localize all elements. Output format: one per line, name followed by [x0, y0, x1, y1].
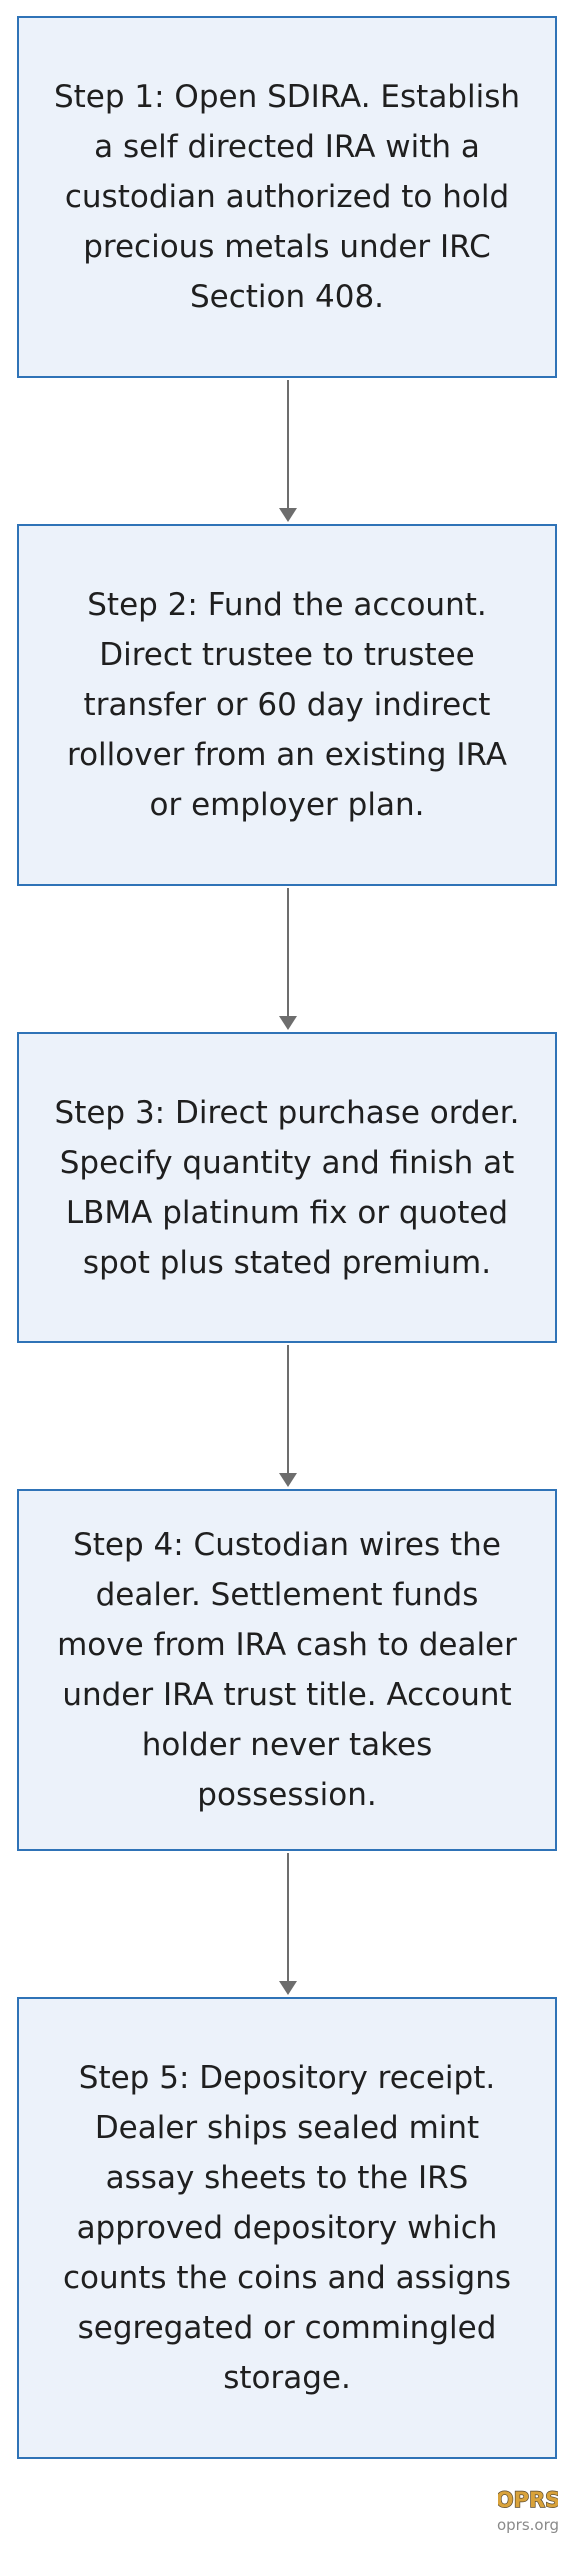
- step-4-text: Step 4: Custodian wires the dealer. Sett…: [57, 1527, 517, 1813]
- step-3-box: Step 3: Direct purchase order. Specify q…: [17, 1032, 557, 1343]
- step-5-text: Step 5: Depository receipt. Dealer ships…: [62, 2060, 512, 2396]
- step-4-box: Step 4: Custodian wires the dealer. Sett…: [17, 1489, 557, 1851]
- step-2-text: Step 2: Fund the account. Direct trustee…: [67, 587, 507, 823]
- site-url: oprs.org: [496, 2516, 560, 2534]
- connector-2-3: [287, 888, 289, 1016]
- arrowhead-3-4: [279, 1473, 297, 1487]
- connector-4-5: [287, 1853, 289, 1981]
- step-1-box: Step 1: Open SDIRA. Establish a self dir…: [17, 16, 557, 378]
- step-5-box: Step 5: Depository receipt. Dealer ships…: [17, 1997, 557, 2459]
- oprs-logo-icon: OPRS: [498, 2487, 558, 2512]
- connector-3-4: [287, 1345, 289, 1473]
- step-2-box: Step 2: Fund the account. Direct trustee…: [17, 524, 557, 886]
- connector-1-2: [287, 380, 289, 508]
- step-3-text: Step 3: Direct purchase order. Specify q…: [54, 1094, 520, 1281]
- arrowhead-4-5: [279, 1981, 297, 1995]
- arrowhead-1-2: [279, 508, 297, 522]
- brand-footer: OPRS oprs.org: [486, 2480, 570, 2534]
- step-1-text: Step 1: Open SDIRA. Establish a self dir…: [53, 79, 521, 315]
- oprs-logo-text: OPRS: [498, 2488, 558, 2512]
- arrowhead-2-3: [279, 1016, 297, 1030]
